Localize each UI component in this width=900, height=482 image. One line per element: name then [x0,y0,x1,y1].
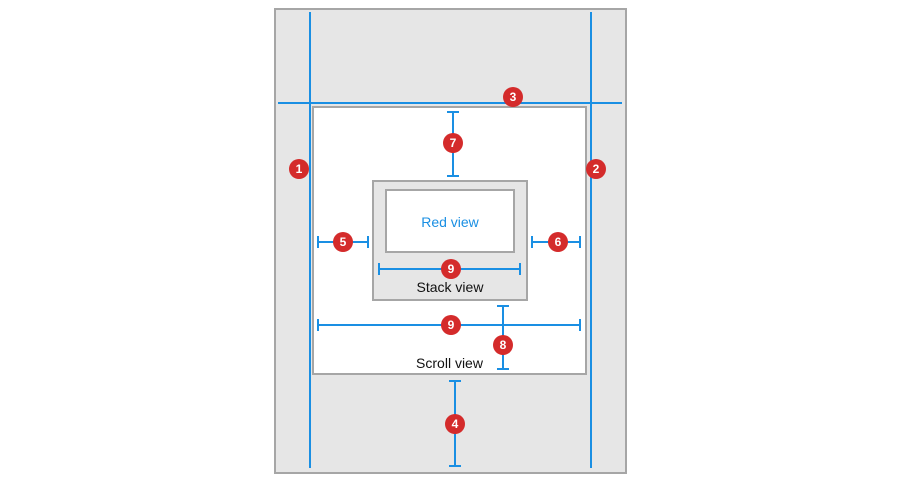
svg-text:5: 5 [340,235,347,249]
svg-text:6: 6 [555,235,562,249]
svg-text:3: 3 [510,90,517,104]
red-view [385,189,515,253]
badges: 1 2 3 4 5 6 7 8 9 9 [289,87,606,434]
svg-text:8: 8 [500,338,507,352]
stack-view-label: Stack view [416,279,484,295]
svg-text:9: 9 [448,318,455,332]
red-view-label: Red view [421,214,479,230]
svg-text:9: 9 [448,262,455,276]
svg-text:2: 2 [593,162,600,176]
badge-2: 2 [586,159,606,179]
svg-text:4: 4 [452,417,459,431]
badge-8: 8 [493,335,513,355]
badge-1: 1 [289,159,309,179]
badge-7: 7 [443,133,463,153]
badge-4: 4 [445,414,465,434]
badge-9-inner: 9 [441,259,461,279]
badge-3: 3 [503,87,523,107]
badge-6: 6 [548,232,568,252]
svg-text:7: 7 [450,136,457,150]
badge-9-outer: 9 [441,315,461,335]
badge-5: 5 [333,232,353,252]
svg-text:1: 1 [296,162,303,176]
scroll-view-label: Scroll view [416,355,483,371]
